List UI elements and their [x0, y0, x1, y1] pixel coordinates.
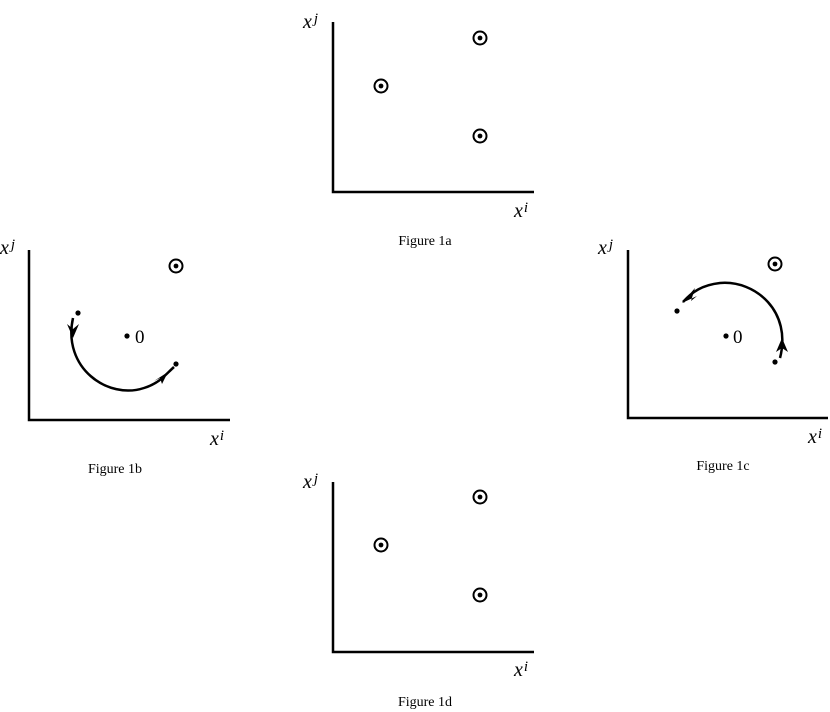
- origin-label-1c: 0: [733, 327, 743, 348]
- axes-1a: [331, 22, 534, 194]
- rotation-arc-1c: [682, 281, 784, 359]
- arc-start-point-1c: [772, 359, 778, 365]
- marker-1d-c: [472, 587, 488, 603]
- arc-start-point-1b: [75, 310, 81, 316]
- marker-1a-c: [472, 128, 488, 144]
- caption-figure-1c: Figure 1c: [696, 459, 749, 474]
- x-axis-label-1d: xi: [513, 659, 528, 681]
- caption-figure-1a: Figure 1a: [398, 234, 452, 249]
- caption-figure-1d: Figure 1d: [398, 695, 452, 710]
- marker-1b: [168, 258, 184, 274]
- arrowhead-1c-end: [682, 288, 697, 303]
- origin-point-1c: [723, 333, 729, 339]
- x-axis-label-1b: xi: [209, 428, 224, 450]
- rotation-arc-1b: [70, 317, 175, 392]
- origin-label-1b: 0: [135, 327, 145, 348]
- arrowhead-1b-start: [67, 324, 79, 338]
- axes-1c: [626, 250, 828, 420]
- marker-1d-a: [472, 489, 488, 505]
- caption-figure-1b: Figure 1b: [88, 462, 142, 477]
- arrowhead-1c-start: [776, 338, 788, 352]
- marker-1c: [767, 256, 783, 272]
- arrowhead-1b-end: [154, 372, 168, 384]
- arc-end-point-1b: [173, 361, 179, 367]
- origin-point-1b: [124, 333, 130, 339]
- marker-1d-b: [373, 537, 389, 553]
- x-axis-label-1c: xi: [807, 426, 822, 448]
- axes-1d: [331, 482, 534, 654]
- arc-end-point-1c: [674, 308, 680, 314]
- marker-1a-b: [373, 78, 389, 94]
- axes-1b: [27, 250, 230, 422]
- marker-1a-a: [472, 30, 488, 46]
- x-axis-label-1a: xi: [513, 200, 528, 222]
